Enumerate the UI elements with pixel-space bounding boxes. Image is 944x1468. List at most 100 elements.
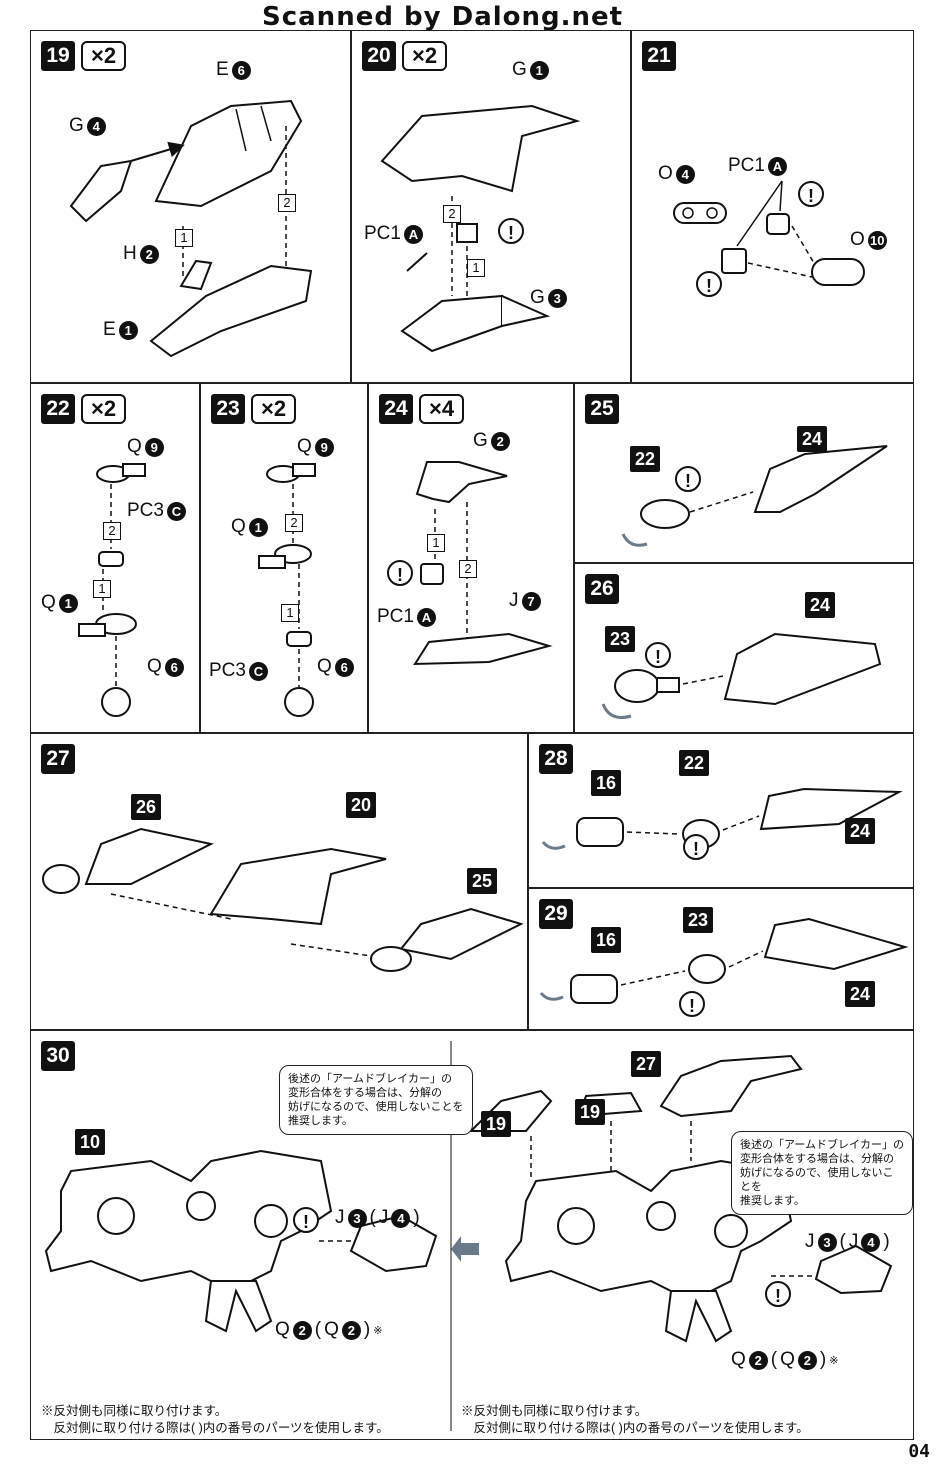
ref-step-26: 26 — [131, 794, 161, 820]
step-number: 29 — [539, 899, 573, 929]
part-number: 9 — [314, 437, 334, 457]
caution-icon: ! — [293, 1207, 319, 1233]
part-letter: Q — [41, 592, 56, 613]
step-30-illustration — [44, 1041, 893, 1431]
part-letter: Q — [317, 656, 332, 677]
part-letter: G — [69, 115, 84, 136]
part-number: 3 — [347, 1208, 367, 1228]
part-letter: PC3 — [127, 500, 164, 521]
part-number: 9 — [144, 437, 164, 457]
part-number: 6 — [231, 60, 251, 80]
step-19-illustration — [69, 99, 313, 358]
step-26-illustration — [601, 632, 882, 719]
sequence-2: 2 — [278, 194, 296, 212]
caution-icon: ! — [645, 642, 671, 668]
part-number: 6 — [334, 657, 354, 677]
ref-step-10: 10 — [75, 1129, 105, 1155]
part-number: 3 — [547, 288, 567, 308]
part-letter: Q — [297, 436, 312, 457]
part-number: C — [166, 501, 186, 521]
step-27-panel: 27 26 20 25 — [30, 733, 528, 1030]
ref-step-27: 27 — [631, 1051, 661, 1077]
part-letter-alt: J — [848, 1231, 859, 1252]
ref-step-25: 25 — [467, 868, 497, 894]
step-number: 27 — [41, 744, 75, 774]
step-number: 20 — [362, 41, 396, 71]
part-letter: O — [850, 229, 865, 250]
part-number: 6 — [164, 657, 184, 677]
sequence-1: 1 — [281, 604, 299, 622]
sequence-1: 1 — [175, 229, 193, 247]
caution-icon: ! — [387, 560, 413, 586]
ref-step-22: 22 — [679, 750, 709, 776]
part-letter: Q — [127, 436, 142, 457]
part-letter: Q — [147, 656, 162, 677]
part-number: 3 — [817, 1232, 837, 1252]
part-letter: G — [512, 59, 527, 80]
ref-step-19-b: 19 — [575, 1099, 605, 1125]
part-number-alt: 4 — [861, 1232, 881, 1252]
step-29-illustration — [539, 917, 909, 1004]
sequence-1: 1 — [467, 259, 485, 277]
ref-step-20: 20 — [346, 792, 376, 818]
step-28-illustration — [541, 787, 903, 850]
part-number-alt: 4 — [391, 1208, 411, 1228]
caution-note-right: 後述の「アームドブレイカー」の 変形合体をする場合は、分解の 妨げになるので、使… — [731, 1131, 913, 1215]
step-27-illustration — [42, 827, 524, 972]
part-number: 4 — [675, 164, 695, 184]
step-24-illustration — [413, 461, 553, 666]
step-28-panel: 28 16 22 24 ! — [528, 733, 914, 888]
step-number: 19 — [41, 41, 75, 71]
step-23-illustration — [258, 463, 316, 717]
page-number: 04 — [908, 1441, 930, 1462]
part-number: 1 — [248, 517, 268, 537]
caution-icon: ! — [696, 271, 722, 297]
part-number: 10 — [867, 230, 887, 250]
part-number: 1 — [118, 320, 138, 340]
sequence-1: 1 — [93, 580, 111, 598]
step-29-panel: 29 16 23 24 ! — [528, 888, 914, 1030]
caution-icon: ! — [765, 1281, 791, 1307]
part-number: 2 — [748, 1350, 768, 1370]
ref-step-22: 22 — [630, 446, 660, 472]
ref-step-24: 24 — [797, 426, 827, 452]
quantity-badge: ×2 — [251, 394, 297, 424]
ref-step-23: 23 — [605, 626, 635, 652]
sequence-2: 2 — [103, 522, 121, 540]
ref-step-16: 16 — [591, 770, 621, 796]
step-number: 25 — [585, 394, 619, 424]
caution-icon: ! — [498, 218, 524, 244]
quantity-badge: ×4 — [419, 394, 465, 424]
scan-credit: Scanned by Dalong.net — [262, 2, 624, 32]
part-letter-alt: Q — [780, 1349, 795, 1370]
part-letter: PC1 — [377, 606, 414, 627]
step-number: 22 — [41, 394, 75, 424]
step-20-illustration — [380, 104, 581, 353]
part-letter: PC1 — [364, 223, 401, 244]
part-number: C — [248, 661, 268, 681]
caution-icon: ! — [798, 181, 824, 207]
part-letter-alt: Q — [324, 1319, 339, 1340]
part-number: A — [403, 224, 423, 244]
part-number: 7 — [521, 591, 541, 611]
part-letter: J — [509, 590, 519, 611]
